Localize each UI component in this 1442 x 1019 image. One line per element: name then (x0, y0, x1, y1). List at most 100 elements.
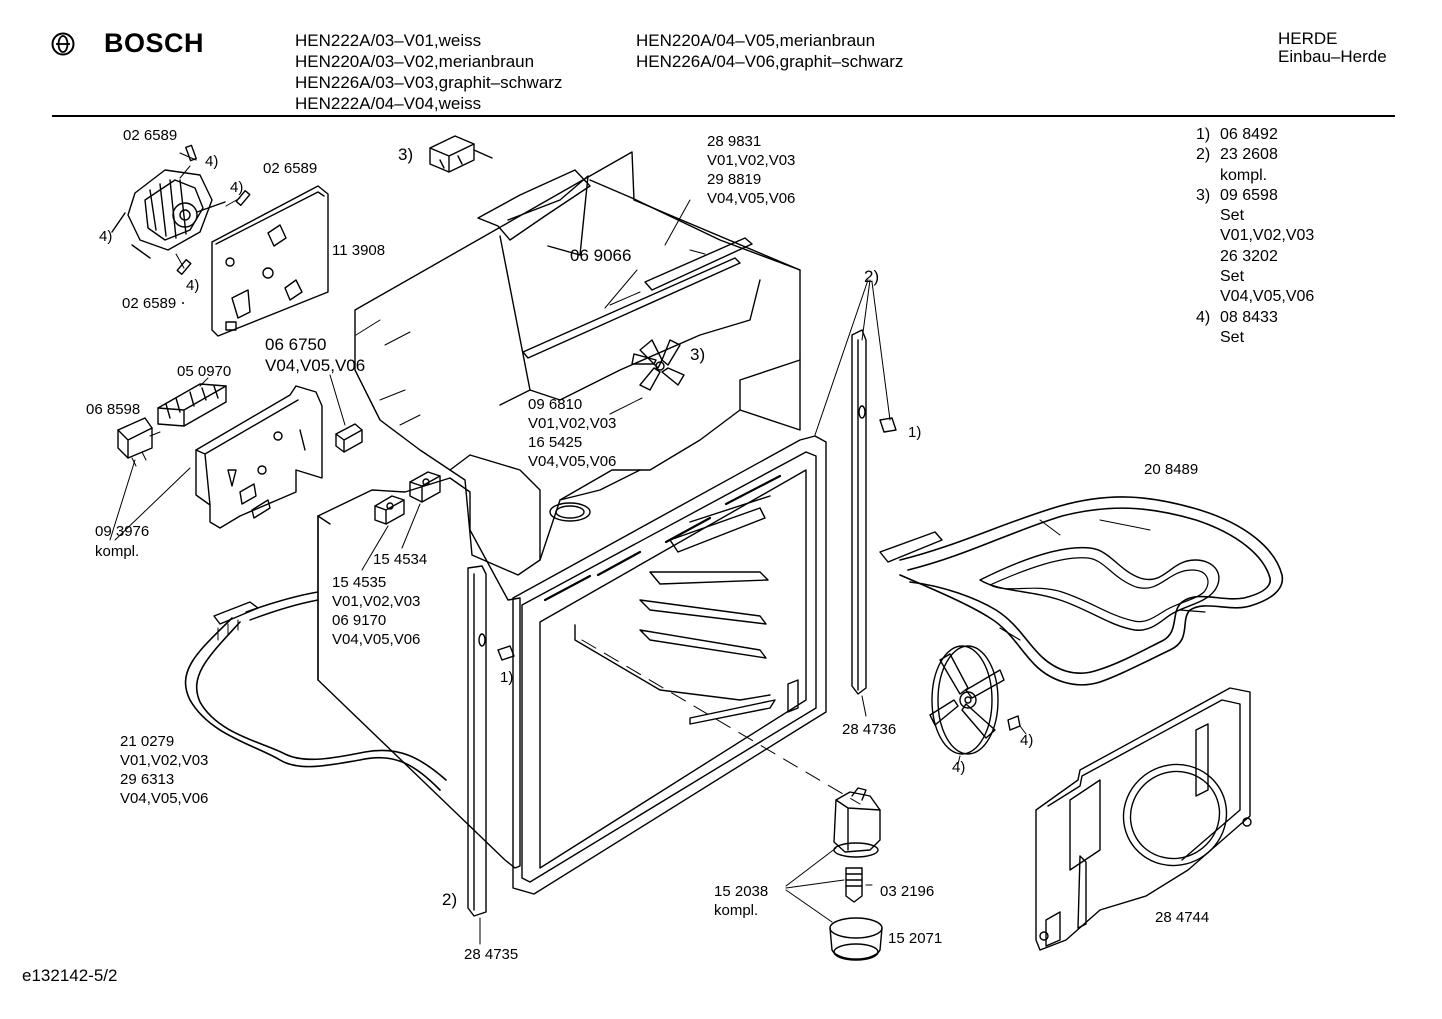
part-label: 20 8489 (1144, 461, 1199, 478)
part-label: 28 4735 (464, 946, 519, 963)
part-label: 05 0970 (177, 363, 232, 380)
model-line: HEN220A/04–V05,merianbraun (636, 31, 876, 50)
lamp-cover-drawing (830, 918, 882, 960)
part-label: 15 4535 (332, 574, 387, 591)
terminal-block-drawing (158, 378, 226, 426)
ref-label: 1) (908, 424, 922, 441)
category-block: HERDE Einbau–Herde (1278, 30, 1387, 66)
fan-wheel-drawing (610, 340, 684, 414)
left-switch-drawing (118, 418, 160, 466)
ref-label: 2) (864, 267, 880, 286)
motor-plate-drawing (212, 186, 328, 336)
part-label: 06 8598 (86, 401, 141, 418)
variant-label: V04,V05,V06 (120, 790, 209, 807)
left-rail-drawing (468, 566, 486, 944)
right-rail-drawing (852, 330, 866, 716)
model-line: HEN222A/03–V01,weiss (295, 31, 482, 50)
part-label: 15 2071 (888, 930, 943, 947)
clip-icon (177, 260, 191, 275)
part-label: 06 6750 (265, 335, 327, 354)
ref-label: 4) (186, 277, 200, 294)
parts-legend: 1)06 8492 2)23 2608 kompl. 3)09 6598 Set… (1196, 125, 1314, 348)
brand-logo: BOSCH (104, 28, 205, 58)
rear-fan-drawing (930, 646, 1026, 764)
legend-item: 3)09 6598 (1196, 186, 1278, 204)
category-line: Einbau–Herde (1278, 47, 1387, 66)
bosch-logo-icon (53, 34, 74, 55)
ref-label: 4) (205, 153, 219, 170)
legend-subline: kompl. (1220, 166, 1268, 184)
pin-icon (880, 418, 896, 432)
part-label: 02 6589 (122, 295, 177, 312)
part-label: 06 9066 (570, 246, 632, 265)
part-label: 15 2038 (714, 883, 769, 900)
front-frame-drawing (513, 436, 860, 894)
part-label: 15 4534 (373, 551, 428, 568)
clip-icon (186, 145, 196, 160)
thermostat-right-drawing (402, 472, 440, 548)
legend-subline: Set (1220, 207, 1245, 225)
model-line: HEN226A/04–V06,graphit–schwarz (636, 52, 904, 71)
ref-label: 4) (952, 759, 966, 776)
legend-subline: Set (1220, 328, 1245, 346)
legend-item: 1)06 8492 (1196, 126, 1278, 143)
kompl-label: kompl. (714, 902, 759, 919)
part-label: 29 8819 (707, 171, 762, 188)
part-label: 09 6810 (528, 396, 583, 413)
legend-subline: V01,V02,V03 (1220, 227, 1315, 245)
part-label: 29 6313 (120, 771, 175, 788)
part-label: 28 9831 (707, 133, 762, 150)
ref-label: 3) (690, 345, 706, 364)
part-label: 28 4736 (842, 721, 897, 738)
legend-subline: 26 3202 (1220, 247, 1278, 265)
ref-label: 4) (230, 179, 244, 196)
part-label: 11 3908 (332, 242, 386, 259)
kompl-label: kompl. (95, 543, 140, 560)
model-line: HEN220A/03–V02,merianbraun (295, 52, 535, 71)
ref-label: 4) (99, 228, 113, 245)
ref-label: 4) (1020, 732, 1034, 749)
clip-icon (236, 191, 250, 206)
category-line: HERDE (1278, 29, 1338, 48)
model-line: HEN222A/04–V04,weiss (295, 94, 482, 113)
top-cover-drawing (355, 152, 800, 575)
bottom-heater-drawing (186, 592, 446, 790)
variant-label: V01,V02,V03 (707, 152, 796, 169)
ref-label: 3) (398, 145, 414, 164)
part-label: 06 9170 (332, 612, 387, 629)
variant-label: V04,V05,V06 (265, 356, 366, 375)
variant-label: V01,V02,V03 (332, 593, 421, 610)
lamp-bulb-drawing (846, 868, 862, 902)
variant-label: V04,V05,V06 (528, 453, 617, 470)
model-list-1: HEN222A/03–V01,weiss HEN220A/03–V02,meri… (295, 30, 562, 114)
part-label: 03 2196 (880, 883, 935, 900)
legend-item: 2)23 2608 (1196, 146, 1278, 164)
part-label: 21 0279 (120, 733, 175, 750)
model-line: HEN226A/03–V03,graphit–schwarz (295, 73, 563, 92)
solenoid-drawing (430, 136, 492, 172)
part-label: 02 6589 (123, 127, 178, 144)
part-label: 28 4744 (1155, 909, 1210, 926)
variant-label: V04,V05,V06 (332, 631, 421, 648)
lamp-socket-drawing (834, 788, 880, 857)
legend-subline: V04,V05,V06 (1220, 288, 1315, 306)
rear-cover-drawing (1036, 688, 1251, 950)
control-bracket-drawing (196, 386, 322, 528)
model-list-2: HEN220A/04–V05,merianbraun HEN226A/04–V0… (636, 30, 903, 72)
oven-cavity-drawing (318, 478, 520, 868)
part-label: 02 6589 (263, 160, 318, 177)
document-id: e132142-5/2 (22, 966, 118, 985)
ref-label: 1) (500, 669, 514, 686)
part-label: 16 5425 (528, 434, 583, 451)
thermostat-left-drawing (362, 496, 404, 570)
variant-label: V04,V05,V06 (707, 190, 796, 207)
variant-label: V01,V02,V03 (528, 415, 617, 432)
part-label: 09 3976 (95, 523, 150, 540)
switch-drawing (330, 375, 362, 452)
top-heater-drawing (880, 497, 1282, 685)
fan-motor-drawing (112, 170, 225, 258)
legend-subline: Set (1220, 268, 1245, 286)
legend-item: 4)08 8433 (1196, 308, 1278, 326)
